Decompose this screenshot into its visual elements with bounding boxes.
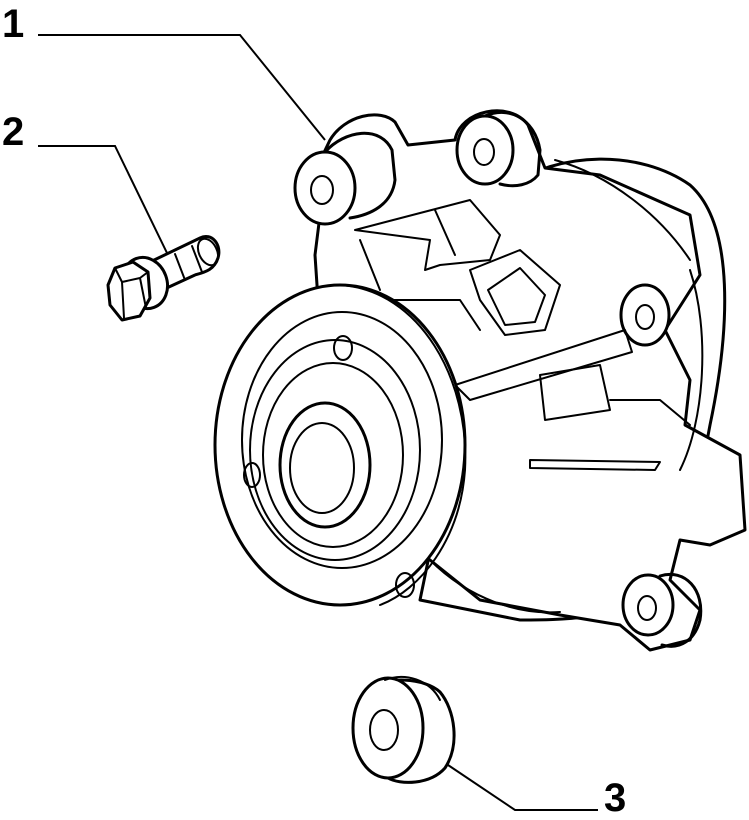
leader-line-2: [38, 145, 169, 256]
leader-line-1: [38, 34, 326, 141]
seal-plug: [351, 675, 456, 784]
leader-line-3: [447, 764, 598, 811]
mounting-bolt: [106, 235, 221, 322]
pump-front-flange: [213, 283, 467, 607]
callout-label-2: 2: [2, 110, 25, 154]
callout-label-3: 3: [604, 776, 627, 820]
callout-label-1: 1: [2, 2, 25, 46]
